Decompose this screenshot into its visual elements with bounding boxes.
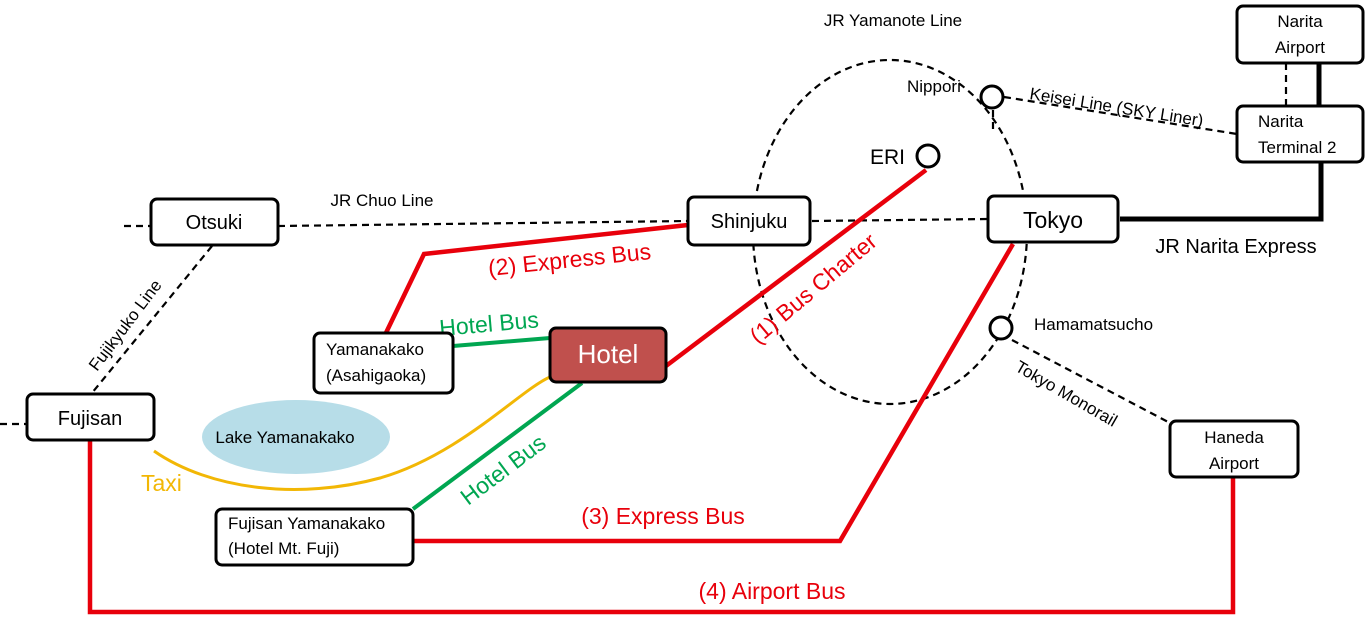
- haneda-airport-label-2: Airport: [1209, 454, 1259, 473]
- hamamatsucho-stop: [988, 315, 1014, 341]
- hotel-bus-asahigaoka: [452, 336, 551, 348]
- tokyo-monorail-line: [1011, 339, 1173, 425]
- hotel-box: [548, 326, 668, 384]
- fujisan-yamanakako-label-1: Fujisan Yamanakako: [228, 514, 385, 533]
- yamanakako-label-2: (Asahigaoka): [326, 366, 426, 385]
- route-1-bus-charter: [664, 168, 928, 368]
- nippori-label: Nippori: [907, 77, 961, 96]
- shinjuku-label: Shinjuku: [711, 211, 788, 233]
- eri-label: ERI: [870, 146, 905, 169]
- haneda-airport-station: [1168, 419, 1300, 479]
- keisei-line: [1003, 95, 1238, 136]
- narita-express-label: JR Narita Express: [1155, 236, 1316, 258]
- haneda-airport-label-1: Haneda: [1204, 428, 1264, 447]
- fujikyuko-line: [91, 245, 213, 394]
- narita-express-line: [1120, 162, 1324, 222]
- route-4-label: (4) Airport Bus: [699, 578, 846, 604]
- route-3-express-bus: [413, 242, 1015, 544]
- narita-terminal2-label-2: Terminal 2: [1258, 138, 1336, 157]
- chuo-line: [277, 219, 689, 228]
- tokyo-station: [986, 194, 1120, 244]
- hamamatsucho-label: Hamamatsucho: [1034, 315, 1153, 334]
- chuo-line-label: JR Chuo Line: [330, 191, 433, 210]
- otsuki-label: Otsuki: [186, 212, 243, 234]
- route-3-label: (3) Express Bus: [581, 503, 745, 529]
- yamanote-line-label: JR Yamanote Line: [824, 11, 962, 30]
- route-2-express-bus: [381, 222, 689, 338]
- lake-yamanakako: [202, 400, 390, 474]
- yamanakako-label-1: Yamanakako: [326, 340, 424, 359]
- narita-terminal2-label-1: Narita: [1258, 112, 1304, 131]
- fujisan-yamanakako-label-2: (Hotel Mt. Fuji): [228, 539, 339, 558]
- nippori-stop: [979, 84, 1005, 110]
- narita-airport-station: [1235, 4, 1365, 65]
- taxi-label: Taxi: [141, 470, 182, 496]
- yamanakako-asahigaoka-station: [312, 331, 455, 395]
- fujisan-yamanakako-station: [214, 507, 415, 567]
- route-4-airport-bus: [87, 440, 1236, 615]
- hotel-bus-fujisan-yamanakako: [411, 381, 584, 511]
- lake-label: Lake Yamanakako: [215, 428, 354, 447]
- keisei-line-label: Keisei Line (SKY Liner): [1028, 84, 1204, 130]
- narita-airport-label-1: Narita: [1277, 12, 1323, 31]
- shinjuku-station: [686, 195, 812, 247]
- fujikyuko-line-label: Fujikyuko Line: [85, 276, 166, 374]
- fujisan-station: [25, 392, 156, 442]
- eri-stop: [915, 143, 941, 169]
- narita-terminal2-station: [1235, 104, 1365, 164]
- tokyo-label: Tokyo: [1023, 207, 1083, 233]
- hotel-label: Hotel: [578, 339, 639, 369]
- taxi-route: [153, 375, 551, 491]
- fujisan-label: Fujisan: [58, 408, 122, 430]
- narita-airport-label-2: Airport: [1275, 38, 1325, 57]
- chuo-line-east: [811, 217, 989, 223]
- otsuki-station: [149, 197, 280, 247]
